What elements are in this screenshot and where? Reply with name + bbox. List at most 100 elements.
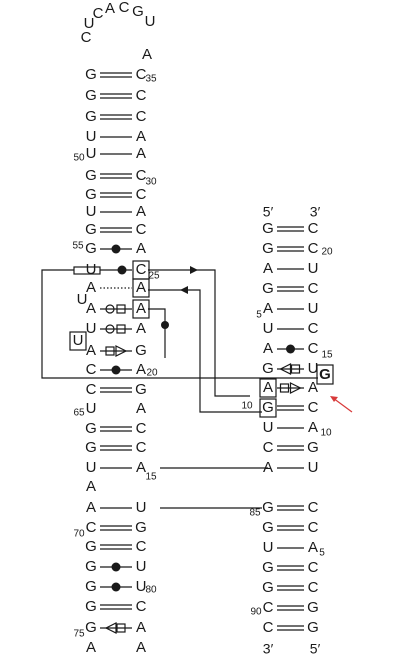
- base-pair-bond: [277, 445, 304, 451]
- right-5-nucleotide: U: [263, 539, 274, 556]
- position-label: 90: [250, 607, 262, 618]
- base-pair-bond: [277, 382, 304, 394]
- bracket-line: [148, 308, 166, 358]
- left-5-nucleotide: G: [85, 108, 97, 125]
- left-5-nucleotide: G: [85, 87, 97, 104]
- left-3-nucleotide: A: [136, 459, 146, 476]
- right-3-nucleotide: G: [307, 439, 319, 456]
- right-3-nucleotide: C: [308, 320, 319, 337]
- wire-c25-to-a10: [148, 269, 250, 397]
- position-label: 5: [319, 548, 325, 559]
- left-5-nucleotide: G: [85, 66, 97, 83]
- right-5-nucleotide: G: [262, 360, 274, 377]
- left-3-nucleotide: C: [136, 186, 147, 203]
- left-5-nucleotide: A: [86, 499, 96, 516]
- left-3-nucleotide: C: [136, 167, 147, 184]
- right-5-nucleotide: U: [263, 320, 274, 337]
- position-label: 65: [73, 408, 85, 419]
- position-label: 20: [146, 368, 158, 379]
- position-label: 85: [249, 508, 261, 519]
- base-pair-bond: [100, 544, 132, 550]
- red-arrow-head: [330, 396, 338, 402]
- right-3-nucleotide: C: [308, 559, 319, 576]
- tertiary-interaction-lines: [41, 266, 353, 509]
- left-5-nucleotide: A: [86, 279, 96, 296]
- bold-g-nucleotide: G: [319, 366, 331, 383]
- loop-nucleotide: C: [119, 0, 130, 16]
- position-label: 25: [148, 271, 160, 282]
- left-3-nucleotide: C: [136, 87, 147, 104]
- base-pair-bond: [100, 365, 132, 375]
- left-3-nucleotide: A: [136, 400, 146, 417]
- strand-end-label: 3′: [263, 641, 274, 657]
- right-3-nucleotide: A: [308, 379, 318, 396]
- highlight-box: [259, 398, 277, 418]
- left-3-nucleotide: C: [136, 420, 147, 437]
- left-3-nucleotide: G: [135, 342, 147, 359]
- strand-end-label: 5′: [310, 641, 321, 657]
- loop-nucleotide: U: [84, 15, 95, 32]
- right-3-nucleotide: U: [308, 300, 319, 317]
- left-5-nucleotide: G: [85, 420, 97, 437]
- left-5-nucleotide: G: [85, 240, 97, 257]
- right-3-nucleotide: G: [307, 599, 319, 616]
- base-pair-bond: [100, 244, 132, 254]
- highlight-box: [259, 378, 277, 398]
- right-3-nucleotide: C: [308, 240, 319, 257]
- left-3-nucleotide: G: [135, 519, 147, 536]
- left-5-nucleotide: A: [86, 478, 96, 495]
- base-pair-bond: [277, 226, 304, 232]
- right-5-nucleotide: A: [263, 260, 273, 277]
- left-5-nucleotide: A: [86, 639, 96, 656]
- highlight-box: [69, 331, 87, 351]
- right-3-nucleotide: A: [308, 539, 318, 556]
- left-5-nucleotide: G: [85, 619, 97, 636]
- left-5-nucleotide: G: [85, 439, 97, 456]
- left-5-nucleotide: G: [85, 221, 97, 238]
- base-pair-bond: [277, 286, 304, 292]
- position-label: 75: [73, 629, 85, 640]
- left-3-nucleotide: U: [136, 499, 147, 516]
- left-5-nucleotide: C: [86, 519, 97, 536]
- left-3-nucleotide: C: [136, 538, 147, 555]
- base-pair-bond: [277, 605, 304, 611]
- right-3-nucleotide: C: [308, 399, 319, 416]
- left-3-nucleotide: A: [136, 361, 146, 378]
- base-pair-bond: [100, 114, 132, 120]
- left-5-nucleotide: U: [86, 400, 97, 417]
- loop-nucleotide: G: [132, 3, 144, 20]
- left-5-nucleotide: U: [86, 459, 97, 476]
- base-pair-bond: [277, 585, 304, 591]
- base-pair-bond: [100, 562, 132, 572]
- right-3-nucleotide: U: [308, 260, 319, 277]
- position-label: 70: [73, 529, 85, 540]
- left-5-nucleotide: U: [86, 320, 97, 337]
- base-pair-bond: [73, 265, 132, 275]
- position-label: 5: [256, 310, 262, 321]
- right-3-nucleotide: C: [308, 220, 319, 237]
- base-pair-bond: [100, 582, 132, 592]
- strand-end-label: 3′: [310, 204, 321, 220]
- right-5-nucleotide: G: [262, 399, 274, 416]
- arrow-head-1: [190, 266, 198, 274]
- base-pair-bond: [100, 192, 132, 198]
- arrow-head-2: [180, 286, 188, 294]
- right-3-nucleotide: U: [308, 360, 319, 377]
- right-3-nucleotide: C: [308, 499, 319, 516]
- right-5-nucleotide: C: [263, 439, 274, 456]
- position-label: 55: [72, 241, 84, 252]
- right-5-nucleotide: G: [262, 499, 274, 516]
- right-3-nucleotide: C: [308, 519, 319, 536]
- base-pair-bond: [277, 344, 304, 354]
- right-3-nucleotide: G: [307, 619, 319, 636]
- left-5-nucleotide: G: [85, 167, 97, 184]
- wire-a-to-g: [148, 289, 262, 413]
- left-5-nucleotide: G: [85, 186, 97, 203]
- bracket-dot: [161, 321, 169, 329]
- base-pair-bond: [100, 173, 132, 179]
- base-pair-bond: [277, 246, 304, 252]
- left-3-nucleotide: C: [136, 261, 147, 278]
- position-label: 80: [145, 585, 157, 596]
- left-3-nucleotide: A: [136, 639, 146, 656]
